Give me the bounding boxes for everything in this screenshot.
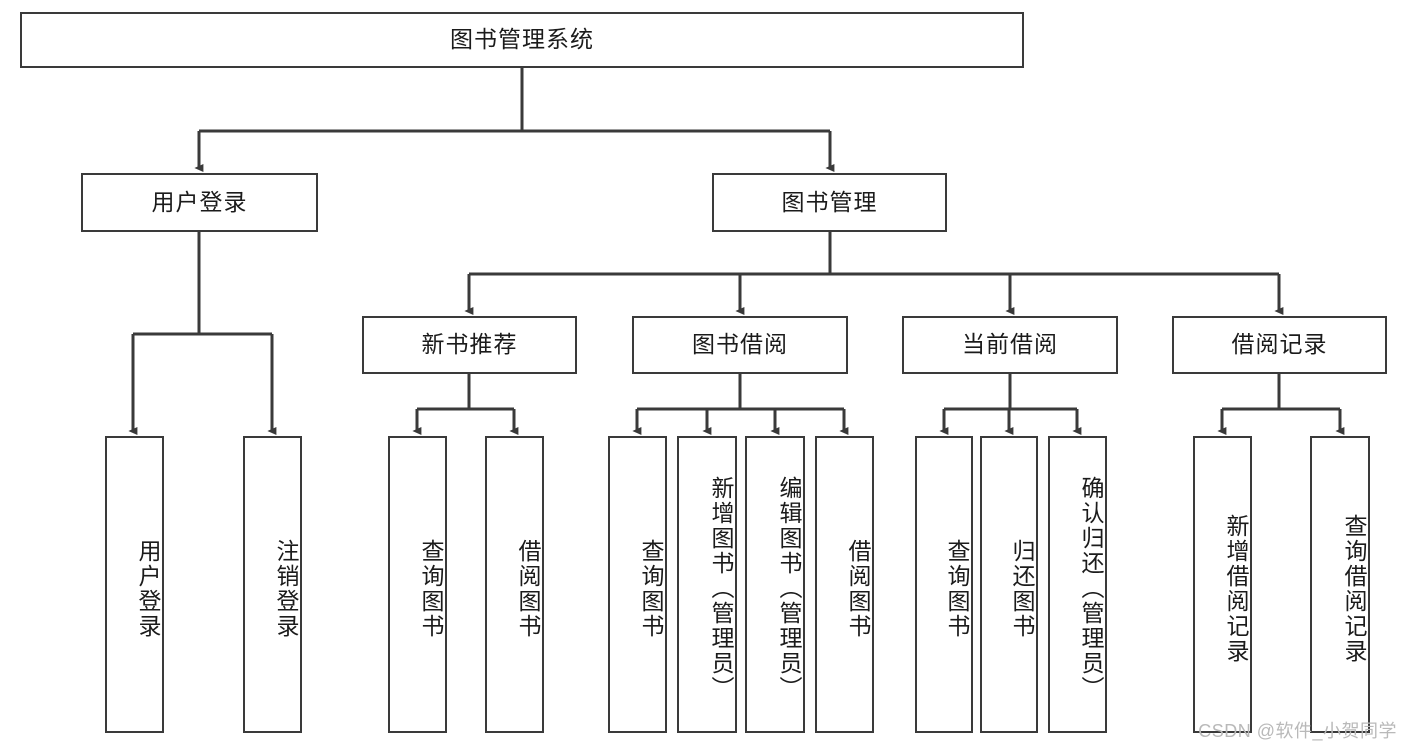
leaf-borrow-book-label: 借阅图书 — [845, 538, 871, 639]
leaf-query-book-recommend-label: 查询图书 — [418, 538, 444, 639]
node-current-borrow-label: 当前借阅 — [962, 331, 1058, 358]
node-root[interactable]: 图书管理系统 — [20, 12, 1024, 68]
node-borrow-record[interactable]: 借阅记录 — [1172, 316, 1387, 374]
leaf-edit-book-admin[interactable]: 编辑图书（管理员） — [745, 436, 805, 733]
csdn-watermark: CSDN @软件_小贺同学 — [1198, 721, 1397, 741]
node-borrow-record-label: 借阅记录 — [1231, 331, 1328, 358]
node-new-book-recommend-label: 新书推荐 — [421, 331, 518, 358]
leaf-confirm-return-admin[interactable]: 确认归还（管理员） — [1048, 436, 1107, 733]
leaf-confirm-return-admin-label: 确认归还（管理员） — [1078, 476, 1104, 701]
node-user-login-label: 用户登录 — [151, 188, 248, 215]
leaf-query-borrow-record-label: 查询借阅记录 — [1341, 513, 1367, 664]
leaf-query-book-borrow-label: 查询图书 — [638, 538, 664, 639]
node-book-management-label: 图书管理 — [781, 188, 878, 215]
node-root-label: 图书管理系统 — [450, 26, 594, 53]
node-book-borrow[interactable]: 图书借阅 — [632, 316, 848, 374]
leaf-user-login[interactable]: 用户登录 — [105, 436, 164, 733]
leaf-edit-book-admin-label: 编辑图书（管理员） — [776, 476, 802, 701]
leaf-borrow-book-recommend[interactable]: 借阅图书 — [485, 436, 544, 733]
leaf-user-login-label: 用户登录 — [135, 538, 161, 639]
node-book-management[interactable]: 图书管理 — [712, 173, 947, 232]
leaf-add-book-admin-label: 新增图书（管理员） — [708, 476, 734, 701]
leaf-logout-login[interactable]: 注销登录 — [243, 436, 302, 733]
leaf-query-book-current-label: 查询图书 — [944, 538, 970, 639]
leaf-query-borrow-record[interactable]: 查询借阅记录 — [1310, 436, 1370, 733]
leaf-add-borrow-record[interactable]: 新增借阅记录 — [1193, 436, 1252, 733]
node-current-borrow[interactable]: 当前借阅 — [902, 316, 1118, 374]
leaf-borrow-book-recommend-label: 借阅图书 — [515, 538, 541, 639]
leaf-return-book-label: 归还图书 — [1009, 538, 1035, 639]
leaf-logout-login-label: 注销登录 — [273, 538, 299, 639]
leaf-query-book-recommend[interactable]: 查询图书 — [388, 436, 447, 733]
leaf-query-book-borrow[interactable]: 查询图书 — [608, 436, 667, 733]
leaf-borrow-book[interactable]: 借阅图书 — [815, 436, 874, 733]
node-new-book-recommend[interactable]: 新书推荐 — [362, 316, 577, 374]
node-user-login[interactable]: 用户登录 — [81, 173, 318, 232]
leaf-add-book-admin[interactable]: 新增图书（管理员） — [677, 436, 737, 733]
node-book-borrow-label: 图书借阅 — [692, 331, 788, 358]
leaf-add-borrow-record-label: 新增借阅记录 — [1223, 513, 1249, 664]
leaf-query-book-current[interactable]: 查询图书 — [915, 436, 973, 733]
leaf-return-book[interactable]: 归还图书 — [980, 436, 1038, 733]
